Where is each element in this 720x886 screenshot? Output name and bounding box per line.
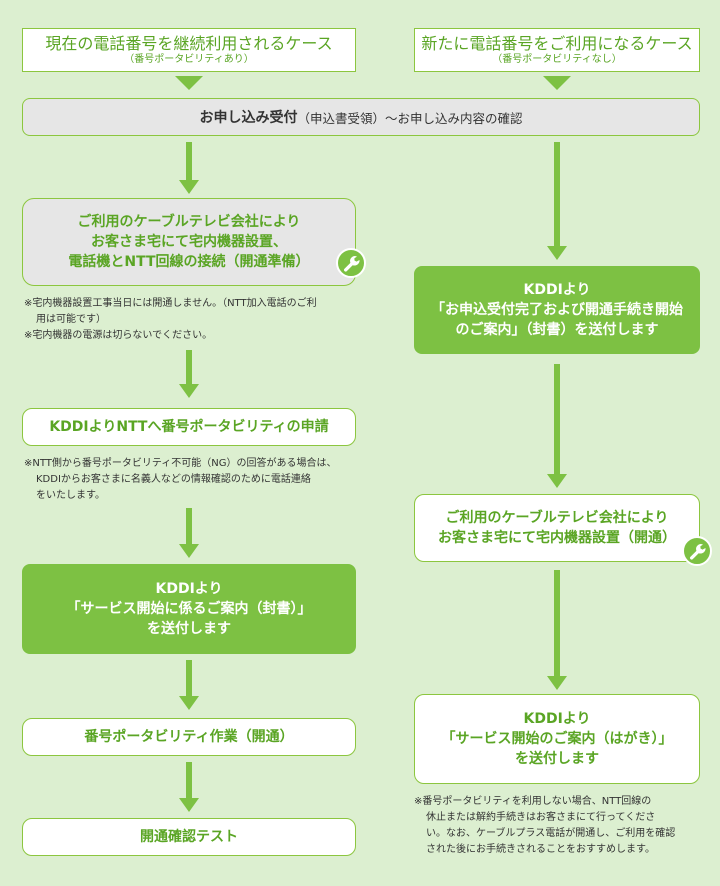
right-install-line-2: お客さま宅にて宅内機器設置（開通） [438, 530, 676, 546]
note-line: ※NTT側から番号ポータビリティ不可能（NG）の回答がある場合は、 [24, 458, 337, 469]
application-bar: お申し込み受付 （申込書受領）〜お申し込み内容の確認 [22, 98, 700, 136]
arrow-left-1 [179, 142, 199, 194]
right-install-line-1: ご利用のケーブルテレビ会社により [445, 510, 669, 526]
left-apply-label: KDDIよりNTTへ番号ポータビリティの申請 [49, 419, 329, 435]
right-postcard-line-2: 「サービス開始のご案内（はがき）」 [441, 731, 673, 747]
case-continue-box: 現在の電話番号を継続利用されるケース （番号ポータビリティあり） [22, 28, 356, 72]
case-new-box: 新たに電話番号をご利用になるケース （番号ポータビリティなし） [414, 28, 700, 72]
right-letter-line-1: KDDIより [523, 282, 591, 298]
left-install-line-3: 電話機とNTT回線の接続（開通準備） [68, 254, 310, 270]
note-line: い。なお、ケーブルプラス電話が開通し、ご利用を確認 [426, 828, 676, 839]
right-letter-line-3: のご案内」（封書）を送付します [455, 322, 659, 338]
wrench-icon [682, 536, 712, 566]
right-postcard-box: KDDIより 「サービス開始のご案内（はがき）」 を送付します [414, 694, 700, 784]
right-postcard-line-1: KDDIより [523, 711, 591, 727]
application-rest: （申込書受領）〜お申し込み内容の確認 [297, 110, 523, 126]
note-line: をいたします。 [36, 490, 105, 501]
left-letter-line-2: 「サービス開始に係るご案内（封書）」 [66, 601, 312, 617]
note-line: KDDIからお客さまに名義人などの情報確認のために電話連絡 [36, 474, 311, 485]
left-test-label: 開通確認テスト [140, 829, 238, 845]
left-work-label: 番号ポータビリティ作業（開通） [84, 729, 294, 745]
note-line: ※番号ポータビリティを利用しない場合、NTT回線の [414, 796, 652, 807]
arrow-right-2 [547, 364, 567, 488]
left-test-box: 開通確認テスト [22, 818, 356, 856]
left-letter-line-1: KDDIより [155, 581, 223, 597]
down-triangle-right [543, 76, 571, 90]
arrow-right-3 [547, 570, 567, 690]
left-apply-box: KDDIよりNTTへ番号ポータビリティの申請 [22, 408, 356, 446]
arrow-left-5 [179, 762, 199, 812]
note-line: 用は可能です） [36, 314, 106, 325]
arrow-left-4 [179, 660, 199, 710]
left-apply-notes: ※NTT側から番号ポータビリティ不可能（NG）の回答がある場合は、 KDDIから… [24, 456, 364, 504]
note-line: ※宅内機器の電源は切らないでください。 [24, 330, 213, 341]
wrench-icon [336, 248, 366, 278]
right-postcard-line-3: を送付します [515, 751, 599, 767]
left-install-line-1: ご利用のケーブルテレビ会社により [77, 214, 301, 230]
left-install-box: ご利用のケーブルテレビ会社により お客さま宅にて宅内機器設置、 電話機とNTT回… [22, 198, 356, 286]
application-bold: お申し込み受付 [199, 110, 298, 126]
case-continue-subtitle: （番号ポータビリティあり） [124, 54, 254, 65]
arrow-right-1 [547, 142, 567, 260]
arrow-left-3 [179, 508, 199, 558]
note-line: された後にお手続きされることをおすすめします。 [426, 844, 655, 855]
right-notes: ※番号ポータビリティを利用しない場合、NTT回線の 休止または解約手続きはお客さ… [414, 794, 714, 858]
left-work-box: 番号ポータビリティ作業（開通） [22, 718, 356, 756]
note-line: 休止または解約手続きはお客さまにて行ってくださ [426, 812, 656, 823]
right-install-box: ご利用のケーブルテレビ会社により お客さま宅にて宅内機器設置（開通） [414, 494, 700, 562]
down-triangle-left [175, 76, 203, 90]
case-new-title: 新たに電話番号をご利用になるケース [421, 34, 693, 53]
arrow-left-2 [179, 350, 199, 398]
left-install-line-2: お客さま宅にて宅内機器設置、 [91, 234, 287, 250]
right-letter-box: KDDIより 「お申込受付完了および開通手続き開始 のご案内」（封書）を送付しま… [414, 266, 700, 354]
case-continue-title: 現在の電話番号を継続利用されるケース [45, 34, 333, 53]
right-letter-line-2: 「お申込受付完了および開通手続き開始 [431, 302, 683, 318]
left-install-notes: ※宅内機器設置工事当日には開通しません。（NTT加入電話のご利 用は可能です） … [24, 296, 364, 344]
note-line: ※宅内機器設置工事当日には開通しません。（NTT加入電話のご利 [24, 298, 317, 309]
case-new-subtitle: （番号ポータビリティなし） [492, 54, 622, 65]
left-letter-box: KDDIより 「サービス開始に係るご案内（封書）」 を送付します [22, 564, 356, 654]
left-letter-line-3: を送付します [147, 621, 231, 637]
